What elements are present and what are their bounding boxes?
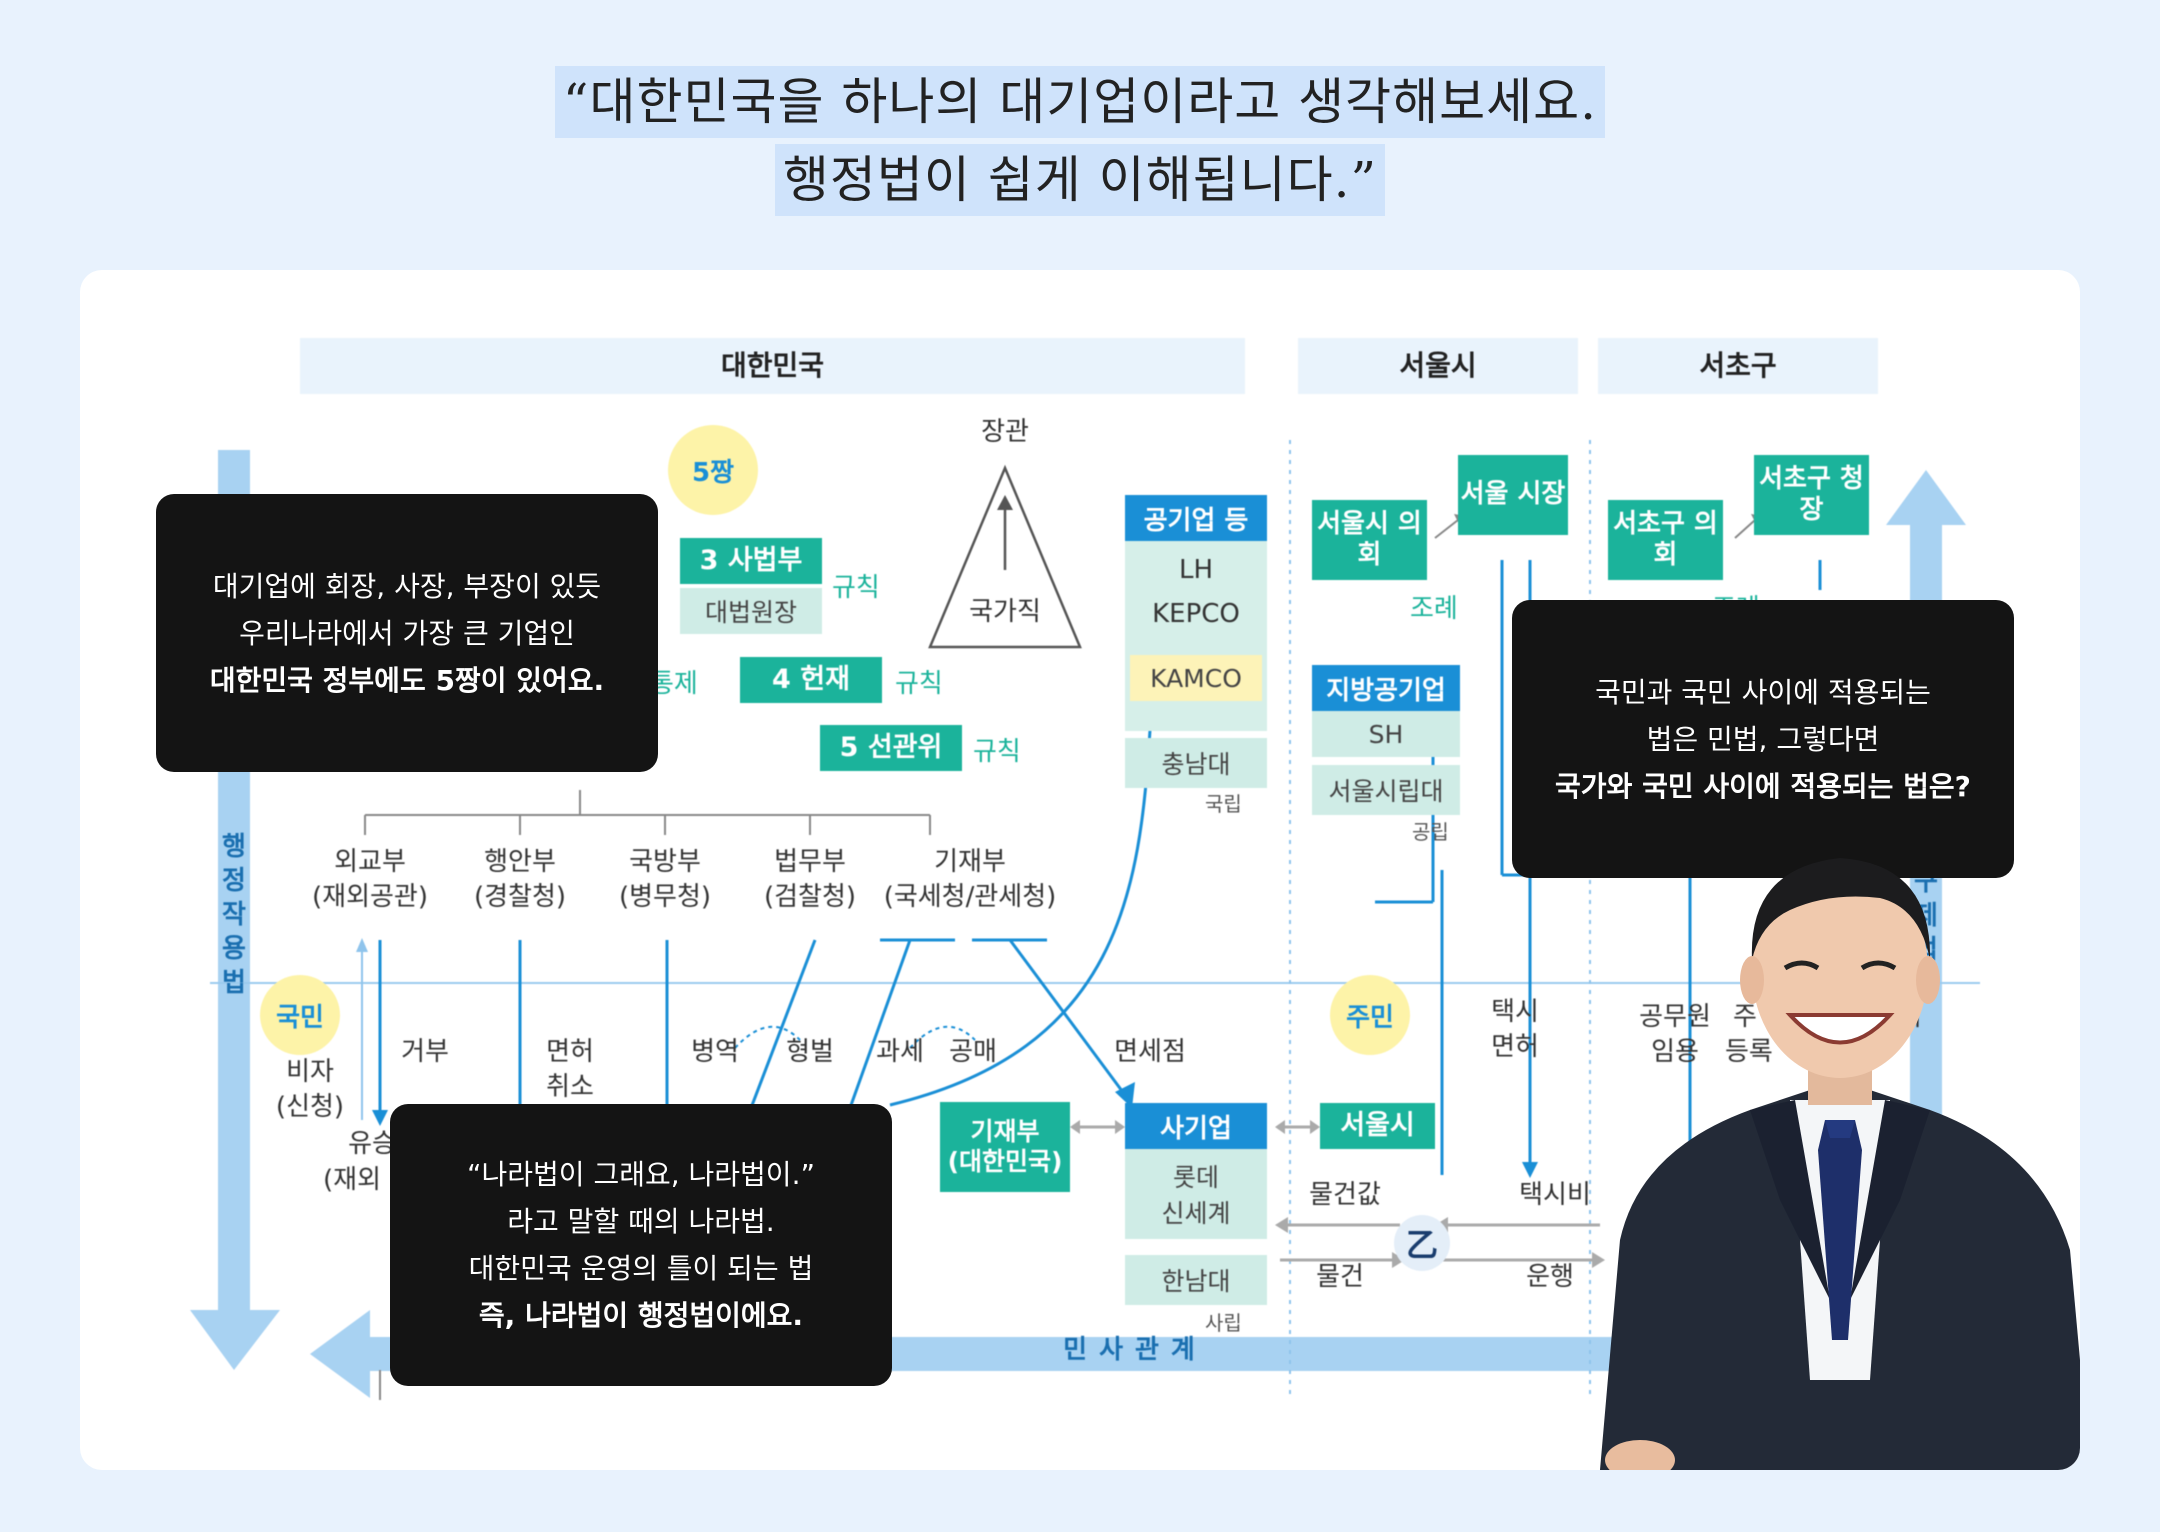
enterprise-kamco: KAMCO — [1130, 655, 1262, 701]
party-b-label: 乙 — [1405, 1226, 1438, 1264]
speech-bubble-five-heads: 대기업에 회장, 사장, 부장이 있듯 우리나라에서 가장 큰 기업인 대한민국… — [156, 494, 658, 772]
punishment-label: 형벌 — [786, 1037, 834, 1067]
civil-relation-label: 민사관계 — [1063, 1335, 1207, 1365]
speech-bubble-national-law: “나라법이 그래요, 나라법이.” 라고 말할 때의 나라법. 대한민국 운영의… — [390, 1104, 892, 1386]
minister-label: 장관 — [981, 417, 1029, 447]
seoul-mayor: 서울 시장 — [1458, 455, 1568, 535]
finance-ministry-box: 기재부 (대한민국) — [940, 1102, 1070, 1192]
enterprise-lh: LH — [1178, 555, 1214, 585]
enterprise-kepco: KEPCO — [1152, 599, 1240, 629]
ministry-interior: 행안부(경찰청) — [473, 847, 567, 913]
branch-election-commission: 5 선관위 — [820, 725, 962, 771]
column-header-seoul: 서울시 — [1298, 338, 1578, 394]
seoul-ordinance-label: 조례 — [1410, 594, 1458, 624]
refusal-label: 거부 — [401, 1037, 449, 1067]
local-enterprise-sh: SH — [1312, 711, 1460, 757]
ministry-finance: 기재부(국세청/관세청) — [883, 847, 1057, 913]
national-civil-label: 국가직 — [969, 597, 1041, 627]
local-enterprise-header: 지방공기업 — [1312, 665, 1460, 711]
headline-line-2: 행정법이 쉽게 이해됩니다.” — [0, 144, 2160, 216]
operation-label: 운행 — [1526, 1262, 1574, 1292]
private-univ-tag: 사립 — [1205, 1311, 1242, 1335]
taxation-label: 과세 — [876, 1037, 924, 1067]
resident-badge: 주민 — [1330, 975, 1410, 1055]
seoul-univ-tag: 공립 — [1412, 820, 1449, 844]
partial-reg-label: 주 등록 — [1725, 1002, 1773, 1068]
five-heads-badge: 5짱 — [668, 425, 758, 515]
seoul-council: 서울시 의회 — [1312, 500, 1427, 580]
partial-jae-label: (재외 — [323, 1165, 381, 1195]
taxi-fare-label: 택시비 — [1519, 1180, 1591, 1210]
civil-servant-label: 공무원 임용 — [1639, 1002, 1711, 1068]
diagram-card: 대한민국 서울시 서초구 5짱 장관 국가직 3 사법부 대법원장 규칙 4 헌… — [80, 270, 2080, 1470]
visa-application: 비자 (신청) — [275, 1057, 345, 1123]
private-univ: 한남대 — [1125, 1255, 1267, 1305]
column-header-korea: 대한민국 — [300, 338, 1245, 394]
partial-yu-label: 유승 — [348, 1129, 396, 1159]
seocho-council: 서초구 의회 — [1608, 500, 1723, 580]
headline-line-1: “대한민국을 하나의 대기업이라고 생각해보세요. — [0, 66, 2160, 138]
public-auction-label: 공매 — [949, 1037, 997, 1067]
seoul-city-box: 서울시 — [1320, 1103, 1435, 1149]
ministry-justice: 법무부(검찰청) — [763, 847, 857, 913]
goods-label: 물건 — [1316, 1262, 1364, 1292]
column-header-seocho: 서초구 — [1598, 338, 1878, 394]
election-rule-label: 규칙 — [973, 737, 1021, 767]
branch-judiciary-head: 대법원장 — [680, 588, 822, 634]
presenter-photo — [1600, 858, 2080, 1470]
branch-judiciary: 3 사법부 — [680, 538, 822, 584]
seocho-office: 서초구 청장 — [1754, 455, 1869, 535]
seoul-univ: 서울시립대 — [1312, 765, 1460, 815]
private-company-list: 롯데 신세계 — [1125, 1149, 1267, 1239]
public-enterprise-header: 공기업 등 — [1125, 495, 1267, 541]
speech-bubble-question: 국민과 국민 사이에 적용되는 법은 민법, 그렇다면 국가와 국민 사이에 적… — [1512, 600, 2014, 878]
goods-price-label: 물건값 — [1309, 1180, 1381, 1210]
taxi-license-label: 택시 면허 — [1491, 997, 1539, 1063]
military-service-label: 병역 — [691, 1037, 739, 1067]
citizen-badge: 국민 — [260, 975, 340, 1055]
national-univ-tag: 국립 — [1205, 792, 1242, 816]
court-rule-label: 규칙 — [895, 669, 943, 699]
private-company-header: 사기업 — [1125, 1103, 1267, 1149]
dutyfree-label: 면세점 — [1114, 1037, 1186, 1067]
national-univ: 충남대 — [1125, 738, 1267, 788]
judiciary-rule-label: 규칙 — [832, 573, 880, 603]
license-cancel-label: 면허 취소 — [546, 1037, 594, 1103]
branch-constitutional-court: 4 헌재 — [740, 657, 882, 703]
ministry-foreign: 외교부(재외공관) — [312, 847, 428, 913]
ministry-defense: 국방부(병무청) — [618, 847, 712, 913]
